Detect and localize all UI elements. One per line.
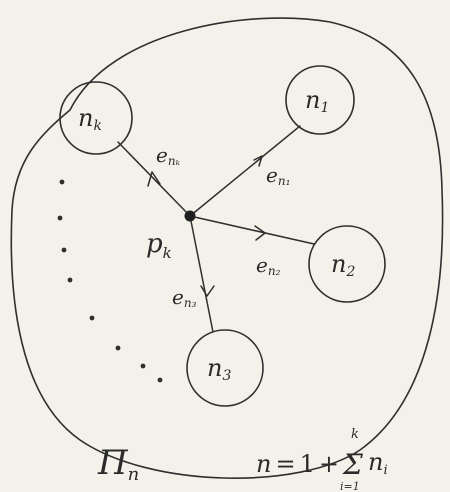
node-n1: n1 bbox=[285, 65, 355, 135]
arrow-n3 bbox=[200, 285, 215, 297]
edge-n3 bbox=[189, 215, 214, 333]
node-label: n1 bbox=[305, 86, 329, 116]
edge-label-n1: en₁ bbox=[266, 163, 290, 188]
node-label: n2 bbox=[331, 250, 355, 280]
formula-main: n=1+ bbox=[256, 450, 339, 478]
edge-n1 bbox=[189, 125, 301, 217]
node-circle bbox=[186, 329, 264, 407]
edge-n2 bbox=[189, 215, 315, 245]
edge-label-n3: en₃ bbox=[172, 285, 197, 310]
formula-sum: Σ bbox=[342, 448, 363, 481]
ellipsis-dots bbox=[57, 179, 163, 383]
node-circle bbox=[59, 81, 133, 155]
formula-upper: k bbox=[351, 427, 359, 442]
center-node-dot bbox=[184, 210, 196, 222]
center-node-label: pk bbox=[146, 229, 172, 262]
formula-lower: i=1 bbox=[340, 480, 360, 492]
edge-label-n2: en₂ bbox=[256, 253, 281, 278]
node-nk: nk bbox=[59, 81, 133, 155]
region-label: Πn bbox=[97, 443, 139, 485]
node-circle bbox=[285, 65, 355, 135]
edge-label-nk: enₖ bbox=[156, 143, 181, 168]
node-count-formula: n=1+ Σ k i=1 ni bbox=[256, 427, 388, 492]
edge-nk bbox=[117, 141, 191, 217]
formula-term: ni bbox=[368, 448, 388, 478]
arrow-n1 bbox=[253, 155, 263, 167]
node-circle bbox=[308, 225, 386, 303]
node-label: n3 bbox=[207, 354, 231, 384]
node-n2: n2 bbox=[308, 225, 386, 303]
region-boundary bbox=[10, 17, 444, 479]
node-label: nk bbox=[78, 104, 102, 134]
arrow-nk bbox=[147, 171, 161, 187]
node-n3: n3 bbox=[186, 329, 264, 407]
edges bbox=[117, 125, 315, 333]
arrow-n2 bbox=[254, 225, 266, 241]
